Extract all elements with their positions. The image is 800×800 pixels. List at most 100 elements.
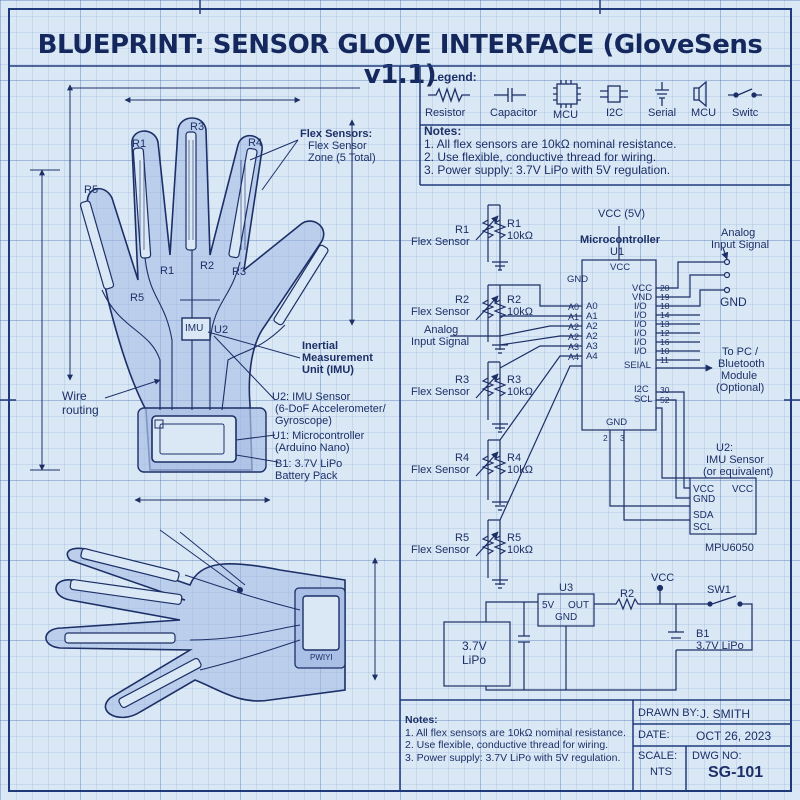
finger-label-r5: R5 — [84, 184, 99, 196]
u1-desc: (Arduino Nano) — [275, 442, 350, 454]
battery-label: 3.7V — [462, 639, 487, 653]
pin-number: 18 — [660, 301, 670, 311]
legend-switch-label: Switc — [732, 107, 759, 119]
mcu-right-pin: VCC — [632, 283, 653, 294]
mcu-pin-a2-in: A2 — [586, 321, 598, 332]
page-title: BLUEPRINT: SENSOR GLOVE INTERFACE (Glove… — [37, 30, 763, 90]
sensor-label: Flex Sensor — [411, 544, 470, 556]
legend-i2c-label: I2C — [606, 107, 624, 119]
mcu-pin-a4-in: A4 — [586, 351, 598, 362]
notes-bottom-line: 2. Use flexible, conductive thread for w… — [405, 739, 609, 751]
mcu-pin-a1: A1 — [568, 312, 580, 322]
sensor-label: Flex Sensor — [411, 306, 470, 318]
analog-input-right: Input Signal — [711, 239, 770, 251]
finger-label-r2-mid: R2 — [200, 260, 215, 272]
mcu-pin-a3-in: A3 — [586, 341, 598, 352]
u2-heading: U2: — [716, 442, 734, 454]
glove-side-view — [45, 529, 378, 719]
mcu-right-pin: I/O — [634, 301, 647, 312]
mcu-pin-a2b-in: A2 — [586, 331, 598, 342]
vcc-label: VCC — [651, 572, 675, 584]
to-pc-label: To PC / — [722, 346, 759, 358]
sensor-ref2: R1 — [507, 218, 522, 230]
mcu-pin-a0-in: A0 — [586, 301, 598, 312]
sensor-value: 10kΩ — [507, 230, 533, 242]
mcu-right-pin: I/O — [634, 346, 647, 357]
vcc5-label: VCC (5V) — [598, 208, 646, 220]
pin-number: 11 — [660, 355, 669, 365]
dwg-label: DWG NO: — [692, 750, 742, 762]
sensor-value: 10kΩ — [507, 386, 533, 398]
imu-chip-label: IMU — [185, 323, 204, 334]
mcu-scl-pin: SCL — [634, 394, 653, 405]
sensor-ref2: R3 — [507, 374, 522, 386]
u2-pin: SCL — [693, 522, 713, 533]
analog-input-left: Input Signal — [411, 336, 470, 348]
u3-pin: 5V — [542, 600, 555, 611]
notes-bottom-heading: Notes: — [405, 714, 438, 726]
b1-ref: B1 — [696, 628, 710, 640]
sw1-ref: SW1 — [707, 584, 731, 596]
flex-sensor-r1 — [132, 147, 152, 259]
sensor-ref: R4 — [455, 452, 470, 464]
finger-label-r5-mid: R5 — [130, 292, 145, 304]
pin-number: 52 — [660, 395, 670, 405]
mcu-gnd-pin: GND — [606, 417, 628, 428]
u2-pin: SDA — [693, 510, 714, 521]
switch-legend-icon — [728, 88, 762, 98]
pin-number: 2 — [603, 433, 608, 443]
analog-input-right: Analog — [721, 227, 756, 239]
notes-top-line: 3. Power supply: 3.7V LiPo with 5V regul… — [424, 163, 671, 177]
gnd-right: GND — [720, 295, 747, 309]
legend-heading: Legend: — [430, 70, 477, 84]
finger-label-r3-mid: R3 — [232, 266, 247, 278]
battery-3v7 — [443, 621, 511, 687]
to-pc-label: Module — [721, 370, 758, 382]
battery-label: LiPo — [462, 653, 487, 667]
sensor-label: Flex Sensor — [411, 386, 470, 398]
notes-bottom: Notes: 1. All flex sensors are 10kΩ nomi… — [405, 714, 626, 764]
pin-number: 13 — [660, 319, 670, 329]
sensor-ref2: R2 — [507, 294, 522, 306]
imu-desc-line: Unit (IMU) — [302, 364, 354, 376]
side-battery — [302, 595, 340, 651]
mcu-pin-a1-in: A1 — [586, 311, 598, 322]
u3-ref: U3 — [559, 582, 574, 594]
flex-sensor-r3 — [185, 131, 197, 251]
mcu-pin-a2b: A2 — [568, 332, 580, 342]
imu-desc-line: Measurement — [302, 352, 373, 364]
schematic — [443, 204, 757, 691]
i2c-legend-icon — [600, 85, 628, 103]
pin-number: 12 — [660, 328, 670, 338]
u2-tag: U2 — [214, 324, 229, 336]
pin-number: 19 — [660, 292, 670, 302]
u2-pin: VCC — [693, 484, 715, 495]
mcu-right-pin: VND — [632, 292, 653, 303]
wire-label: routing — [62, 403, 99, 417]
legend-capacitor-label: Capacitor — [490, 107, 538, 119]
u1-desc: U1: Microcontroller — [272, 430, 365, 442]
pin-number: 14 — [660, 310, 670, 320]
notes-top-heading: Notes: — [424, 124, 462, 138]
flex-sensor-sub: Flex Sensor — [308, 140, 367, 152]
sensor-value: 10kΩ — [507, 464, 533, 476]
imu-chip — [181, 317, 211, 341]
wire-label: Wire — [62, 389, 87, 403]
u2-vcc: VCC — [732, 484, 754, 495]
sensor-ref: R5 — [455, 532, 470, 544]
serial-legend-icon — [655, 82, 669, 106]
mcu-legend-icon — [553, 80, 581, 108]
battery-pack — [151, 415, 237, 463]
pin-number: 20 — [660, 283, 670, 293]
u2-desc: (6-DoF Accelerometer/ — [275, 403, 386, 415]
mcu-speaker-legend-icon — [693, 80, 707, 108]
sensor-ref: R2 — [455, 294, 470, 306]
pin-number: 16 — [660, 337, 670, 347]
notes-top-line: 1. All flex sensors are 10kΩ nominal res… — [424, 137, 677, 151]
u2-heading: IMU Sensor — [706, 454, 765, 466]
u2-desc: Gyroscope) — [275, 415, 332, 427]
capacitor-legend-icon — [494, 88, 526, 102]
to-pc-label: Bluetooth — [718, 358, 765, 370]
legend-serial-label: Serial — [648, 107, 677, 119]
sensor-ref2: R4 — [507, 452, 522, 464]
